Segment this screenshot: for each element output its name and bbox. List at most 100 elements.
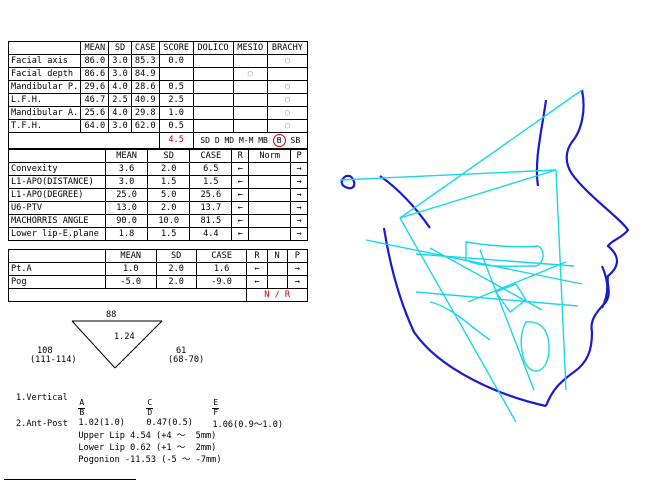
facial-type-label [7, 288, 248, 302]
mean-cell: 46.7 [80, 93, 110, 107]
row-name: Facial axis [7, 54, 82, 68]
facial-pattern-scale: SD D MD M-M MB B SB [192, 132, 308, 149]
mean-cell: 25.0 [104, 188, 149, 202]
table-row: Facial depth 86.6 3.0 84.9 ○ [7, 67, 309, 81]
cephalometric-tracing [339, 89, 630, 423]
n-cell [266, 275, 288, 289]
col-header: R [231, 149, 250, 163]
check-mark-icon: ○ [284, 107, 291, 118]
mcnamara-header-row: MEAN SD CASE R N P [8, 249, 309, 263]
mean-cell: 25.6 [80, 106, 110, 120]
antpost-range: (+4 ～ 5mm) [156, 431, 217, 441]
harvold-right-value: 61 [176, 346, 187, 356]
fraction-denominator: D [147, 407, 153, 417]
sd-cell: 3.0 [108, 54, 132, 68]
norm-cell [248, 227, 292, 241]
check-mark-icon: ○ [284, 81, 291, 92]
score-cell: 2.5 [158, 93, 194, 107]
harvold-right-line [114, 320, 163, 369]
fraction-numerator: E [212, 398, 220, 409]
antpost-value: 0.62 [130, 443, 151, 453]
row-name: Mandibular P. [7, 80, 82, 94]
mean-cell: 13.0 [104, 201, 149, 215]
mesio-cell [232, 80, 268, 94]
fraction-numerator: C [146, 398, 154, 409]
check-mark-icon: ○ [284, 55, 291, 66]
brachy-cell: ○ [266, 106, 309, 120]
r-arrow-cell: ← [231, 214, 250, 228]
table-row: Facial axis 86.0 3.0 85.3 0.0 ○ [7, 54, 309, 68]
check-mark-icon: ○ [284, 94, 291, 105]
col-header: MEAN [80, 41, 110, 55]
norm-cell [248, 214, 292, 228]
mean-cell: 64.0 [80, 119, 110, 133]
table-row: Lower lip-E.plane 1.8 1.5 4.4 ← → [8, 227, 308, 241]
ricketts-header-row: MEAN SD CASE SCORE DOLICO MESIO BRACHY [7, 41, 309, 55]
fraction-numerator: A [78, 398, 86, 409]
antpost-value: -11.53 [124, 455, 156, 465]
r-arrow-cell: ← [231, 188, 250, 202]
pattern-option: D [214, 136, 220, 145]
fraction-denominator: F [213, 407, 219, 417]
mean-cell: 3.0 [104, 175, 149, 189]
pattern-option: SD [200, 136, 210, 145]
row-name: MACHORRIS ANGLE [8, 214, 106, 228]
antpost-name: Lower Lip [78, 443, 125, 453]
sd-cell: 3.0 [108, 119, 132, 133]
score-cell: 0.5 [158, 80, 194, 94]
col-header: BRACHY [266, 41, 309, 55]
col-header [7, 41, 82, 55]
pattern-option: MB [258, 136, 268, 145]
p-arrow-cell: → [290, 162, 308, 176]
pterygoid-line [399, 169, 557, 219]
r-arrow-cell: ← [231, 175, 250, 189]
antpost-name: Pogonion [78, 455, 120, 465]
case-cell: 4.4 [189, 227, 233, 241]
p-arrow-cell: → [286, 262, 309, 276]
case-cell: 13.7 [189, 201, 233, 215]
n-cell [266, 262, 288, 276]
sd-cell: 10.0 [147, 214, 191, 228]
case-cell: 25.6 [189, 188, 233, 202]
profile-header-row: MEAN SD CASE R Norm P [8, 149, 308, 163]
dolico-cell [192, 93, 234, 107]
case-cell: 62.0 [130, 119, 160, 133]
brachy-cell: ○ [266, 93, 309, 107]
table-row: Mandibular A. 25.6 4.0 29.8 1.0 ○ [7, 106, 309, 120]
col-header [8, 249, 106, 263]
col-header: SD [155, 249, 197, 263]
p-arrow-cell: → [290, 227, 308, 241]
row-name: Pog [8, 275, 106, 289]
p-arrow-cell: → [286, 275, 309, 289]
sd-cell: 2.0 [147, 201, 191, 215]
col-header: SD [108, 41, 132, 55]
ratio-value: 0.47(0.5) [146, 417, 193, 428]
sd-cell: 2.5 [108, 93, 132, 107]
harvold-diagram [71, 320, 163, 369]
col-header: MESIO [232, 41, 268, 55]
facial-pattern-row: 4.5 SD D MD M-M MB B SB [8, 132, 308, 149]
check-mark-icon: ○ [284, 120, 291, 131]
r-arrow-cell: ← [231, 201, 250, 215]
facial-profile-line [544, 89, 630, 407]
r-arrow-cell: ← [246, 275, 268, 289]
pattern-option: MD [224, 136, 235, 145]
norm-cell [248, 201, 292, 215]
maxilla-outline [465, 241, 544, 267]
mean-cell: 1.0 [105, 262, 157, 276]
harvold-left-range: (111-114) [30, 355, 77, 365]
case-cell: 1.5 [189, 175, 233, 189]
table-row: Pt.A 1.0 2.0 1.6 ← → [8, 262, 309, 276]
harvold-left-line [71, 320, 116, 369]
brachy-cell: ○ [266, 80, 309, 94]
brachy-cell: ○ [266, 119, 309, 133]
col-header: P [286, 249, 309, 263]
norm-cell [248, 188, 292, 202]
tooth-outline [494, 283, 527, 313]
profile-table: MEAN SD CASE R Norm P Convexity 3.6 2.0 … [8, 149, 308, 241]
soft-tissue-profile [340, 89, 630, 408]
